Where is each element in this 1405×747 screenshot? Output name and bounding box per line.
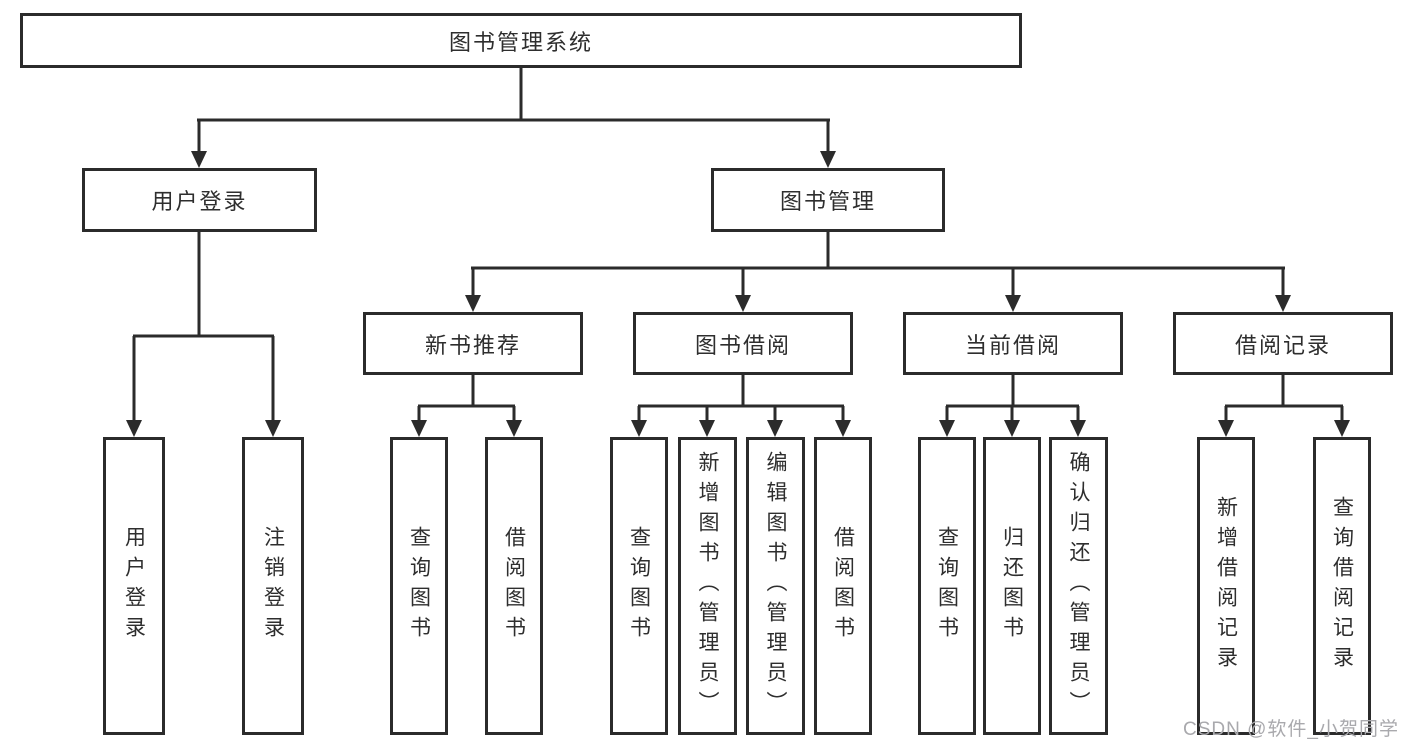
node-new-book-recommend-label: 新书推荐 <box>424 332 521 358</box>
leaf-borrow-books-1: 借阅图书 <box>485 437 543 735</box>
leaf-query-borrow-record: 查询借阅记录 <box>1313 437 1371 735</box>
connector-user-login-branch <box>126 230 281 437</box>
leaf-return-books: 归还图书 <box>983 437 1041 735</box>
node-book-borrow-label: 图书借阅 <box>694 332 791 358</box>
leaf-logout-label: 注销登录 <box>261 526 285 646</box>
leaf-add-books-admin: 新增图书（管理员） <box>678 437 737 735</box>
leaf-query-books-3: 查询图书 <box>918 437 976 735</box>
leaf-confirm-return-admin: 确认归还（管理员） <box>1049 437 1108 735</box>
connector-root-to-level2 <box>191 66 836 168</box>
leaf-add-borrow-record-label: 新增借阅记录 <box>1214 496 1238 676</box>
leaf-query-books-1: 查询图书 <box>390 437 448 735</box>
leaf-add-borrow-record: 新增借阅记录 <box>1197 437 1255 735</box>
leaf-edit-books-admin: 编辑图书（管理员） <box>746 437 805 735</box>
leaf-borrow-books-2-label: 借阅图书 <box>831 526 855 646</box>
leaf-query-books-1-label: 查询图书 <box>407 526 431 646</box>
node-borrow-records: 借阅记录 <box>1173 312 1393 375</box>
leaf-edit-books-admin-label: 编辑图书（管理员） <box>764 451 787 721</box>
node-user-login: 用户登录 <box>82 168 317 232</box>
connector-new-books-branch <box>411 373 522 437</box>
node-book-management-label: 图书管理 <box>779 189 876 214</box>
leaf-query-books-2-label: 查询图书 <box>627 526 651 646</box>
node-new-book-recommend: 新书推荐 <box>363 312 583 375</box>
leaf-user-login: 用户登录 <box>103 437 165 735</box>
leaf-user-login-label: 用户登录 <box>122 526 146 646</box>
connector-book-borrow-branch <box>631 373 851 437</box>
leaf-borrow-books-2: 借阅图书 <box>814 437 872 735</box>
node-book-management: 图书管理 <box>711 168 945 232</box>
leaf-query-books-2: 查询图书 <box>610 437 668 735</box>
node-borrow-records-label: 借阅记录 <box>1234 332 1331 358</box>
leaf-logout: 注销登录 <box>242 437 304 735</box>
node-library-management-system: 图书管理系统 <box>20 13 1022 68</box>
node-current-borrow: 当前借阅 <box>903 312 1123 375</box>
connector-current-borrow-branch <box>939 373 1086 437</box>
node-book-borrow: 图书借阅 <box>633 312 853 375</box>
leaf-query-borrow-record-label: 查询借阅记录 <box>1330 496 1354 676</box>
csdn-watermark: CSDN @软件_小贺同学 <box>1183 719 1399 740</box>
leaf-query-books-3-label: 查询图书 <box>935 526 959 646</box>
leaf-confirm-return-admin-label: 确认归还（管理员） <box>1067 451 1090 721</box>
connector-book-management-branch <box>465 230 1291 312</box>
node-user-login-label: 用户登录 <box>151 189 248 214</box>
leaf-return-books-label: 归还图书 <box>1000 526 1024 646</box>
connector-borrow-records-branch <box>1218 373 1350 437</box>
node-current-borrow-label: 当前借阅 <box>964 332 1061 358</box>
leaf-borrow-books-1-label: 借阅图书 <box>502 526 526 646</box>
node-library-management-system-label: 图书管理系统 <box>448 29 593 55</box>
leaf-add-books-admin-label: 新增图书（管理员） <box>696 451 719 721</box>
